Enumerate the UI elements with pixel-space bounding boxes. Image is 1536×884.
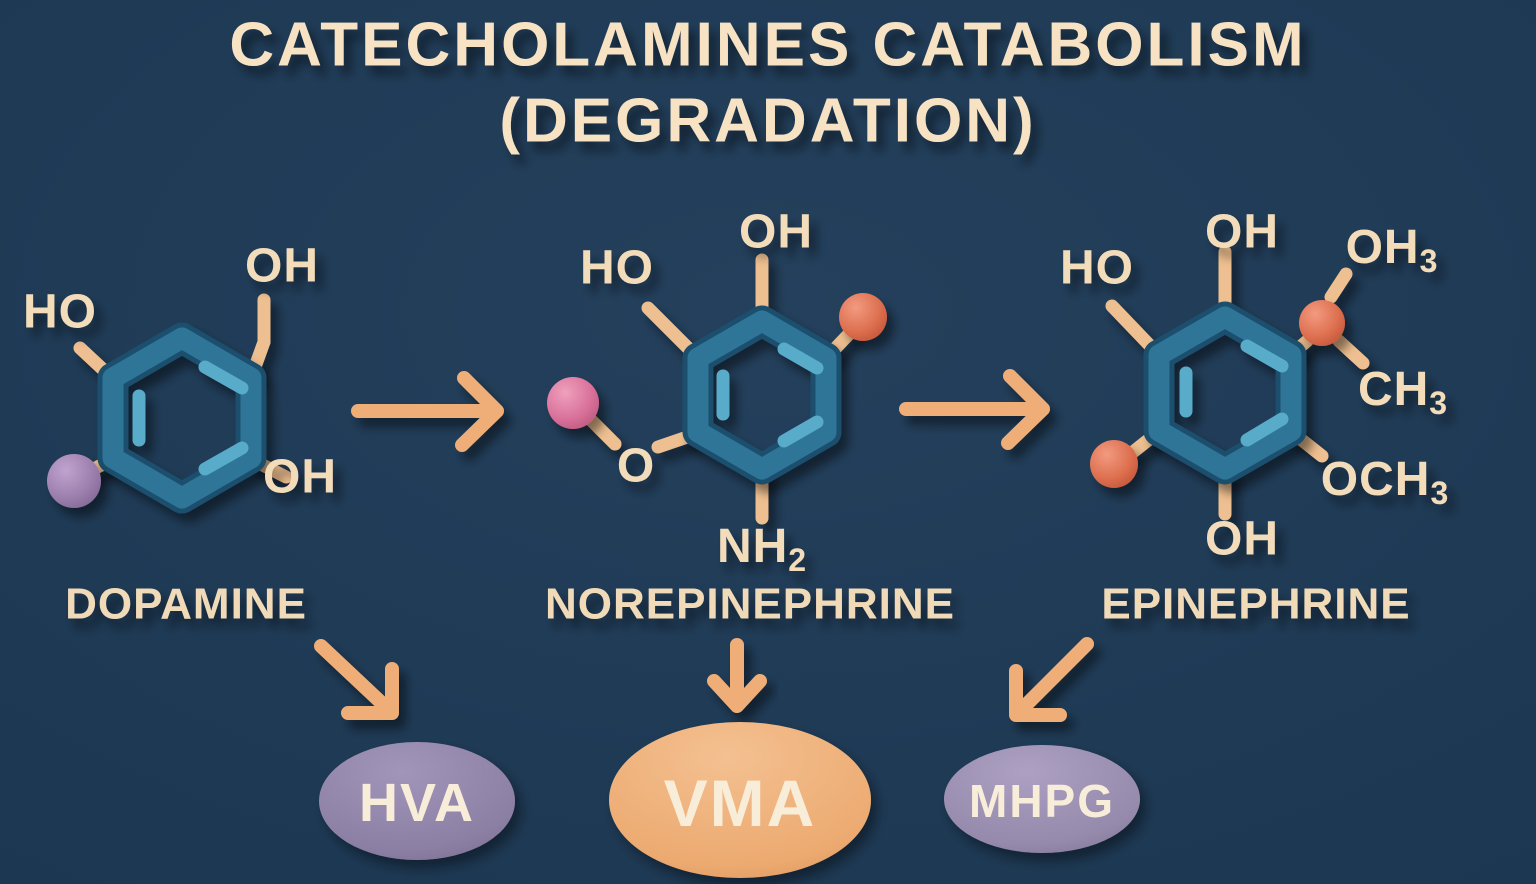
oh-top-label: OH	[739, 206, 813, 259]
o-label: O	[617, 440, 655, 493]
epinephrine-molecule: HO OH OH3 CH3 OCH3 OH EPINEPHRINE	[1060, 206, 1449, 629]
bond	[583, 412, 622, 451]
hva-oval: HVA	[319, 742, 515, 860]
ch3-base: CH	[1358, 363, 1429, 416]
norepinephrine-ring	[682, 305, 842, 485]
hva-label: HVA	[359, 773, 475, 833]
benzene-ring	[1148, 306, 1302, 480]
arrow-epinephrine-to-mhpg	[1009, 637, 1094, 722]
nh2-base: NH	[717, 520, 788, 573]
arrow-head	[1001, 369, 1050, 450]
benzene-ring	[102, 327, 262, 509]
double-bond	[198, 360, 249, 395]
title-line-1: CATECHOLAMINES CATABOLISM	[229, 11, 1306, 80]
benzene-ring	[687, 310, 837, 480]
nh2-subscript: 2	[788, 542, 807, 578]
oh-top-label: OH	[1205, 206, 1279, 259]
oh-bottom-label: OH	[263, 451, 337, 504]
arrow-head	[707, 674, 767, 713]
arrow-norepinephrine-to-vma	[707, 638, 767, 713]
epinephrine-name: EPINEPHRINE	[1101, 580, 1410, 629]
oh3-subscript: 3	[1420, 243, 1439, 279]
dopamine-chem-labels: HO OH OH	[23, 240, 337, 504]
double-bond	[777, 342, 824, 375]
double-bond	[198, 441, 249, 476]
oh-top-label: OH	[245, 240, 319, 293]
bond	[1332, 334, 1370, 370]
arrow-dopamine-to-hva	[314, 639, 399, 720]
dopamine-ring	[97, 322, 267, 514]
purple-atom-sphere	[47, 454, 101, 508]
red-atom-sphere-top	[1299, 300, 1345, 346]
arrow-head	[1009, 664, 1067, 722]
title-block: CATECHOLAMINES CATABOLISM (DEGRADATION)	[229, 11, 1306, 156]
mhpg-label: MHPG	[969, 775, 1115, 827]
norepinephrine-chem-labels: OH HO O NH2	[580, 206, 813, 579]
epinephrine-ring	[1143, 301, 1307, 485]
epinephrine-chem-labels: HO OH OH3 CH3 OCH3 OH	[1060, 206, 1449, 566]
title-line-2: (DEGRADATION)	[499, 87, 1036, 156]
bond	[1324, 267, 1353, 304]
vma-label: VMA	[664, 766, 817, 840]
hva-ellipse	[319, 742, 515, 860]
arrow-head	[341, 662, 399, 720]
vma-oval: VMA	[609, 722, 871, 878]
oh-bottom-label: OH	[1205, 513, 1279, 566]
vma-ellipse	[609, 722, 871, 878]
pink-atom-sphere	[547, 377, 599, 429]
arrow-shaft	[1014, 637, 1094, 717]
oh3-base: OH	[1346, 221, 1420, 274]
ch3-subscript: 3	[1429, 385, 1448, 421]
mhpg-ellipse	[944, 745, 1140, 853]
double-bond	[777, 415, 824, 448]
dopamine-name: DOPAMINE	[65, 580, 307, 629]
arrow-head	[455, 371, 504, 452]
arrow-shaft	[314, 639, 395, 716]
red-atom-sphere	[839, 293, 887, 341]
och3-subscript: 3	[1430, 475, 1449, 511]
ho-label: HO	[23, 286, 97, 339]
ho-label: HO	[1060, 242, 1134, 295]
arrow-dopamine-to-norepinephrine	[351, 371, 504, 452]
oh3-label: OH3	[1346, 221, 1439, 280]
red-atom-sphere-bottom	[1090, 440, 1138, 488]
dopamine-molecule: HO OH OH DOPAMINE	[23, 240, 337, 629]
ch3-label: CH3	[1358, 363, 1448, 422]
double-bond	[1240, 412, 1289, 447]
ho-label: HO	[580, 242, 654, 295]
norepinephrine-name: NOREPINEPHRINE	[545, 580, 955, 629]
mhpg-oval: MHPG	[944, 745, 1140, 853]
arrow-norepinephrine-to-epinephrine	[899, 369, 1050, 450]
double-bond	[1240, 339, 1289, 373]
nh2-label: NH2	[717, 520, 807, 579]
och3-label: OCH3	[1321, 453, 1449, 512]
norepinephrine-molecule: OH HO O NH2 NOREPINEPHRINE	[545, 206, 955, 629]
och3-base: OCH	[1321, 453, 1431, 506]
